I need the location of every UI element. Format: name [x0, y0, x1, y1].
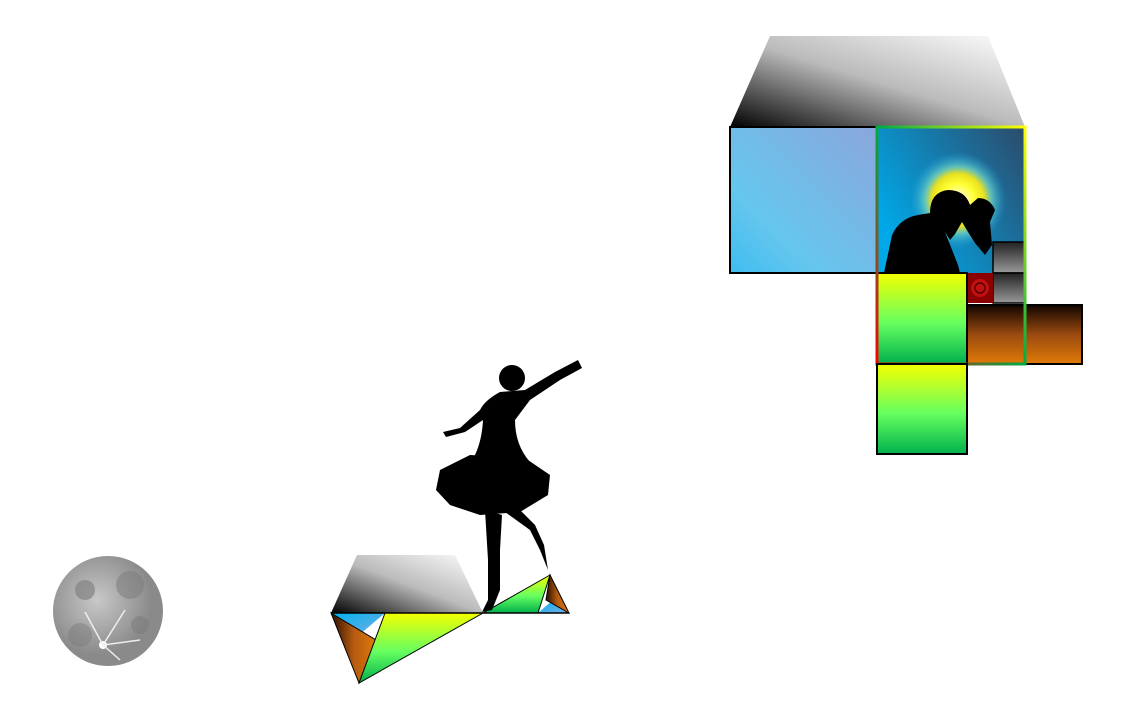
small-house-roof [331, 555, 483, 613]
house [729, 36, 1083, 455]
blue-triangle [538, 600, 569, 613]
gray-tile [992, 241, 1026, 274]
praying-man-silhouette [884, 190, 995, 273]
house-roof [730, 36, 1025, 127]
rose-tile [967, 273, 993, 303]
green-tile [876, 272, 968, 365]
house-wall-sky [729, 126, 878, 274]
blue-triangle [331, 613, 385, 636]
moon-icon [53, 556, 163, 666]
praying-man-picture [877, 127, 1025, 273]
small-house [329, 555, 571, 685]
dancer-silhouette [436, 360, 582, 612]
green-triangle [358, 612, 485, 685]
green-tile [876, 363, 968, 455]
gray-tile [992, 272, 1026, 304]
orange-tile [966, 304, 1026, 365]
orange-tile [1024, 304, 1083, 365]
orange-triangle [545, 573, 571, 615]
